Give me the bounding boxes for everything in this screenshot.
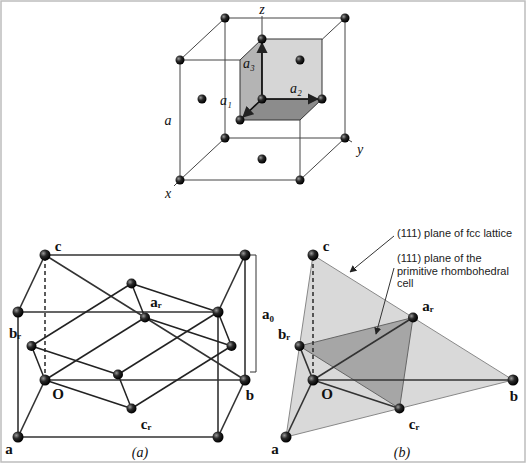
point-label: cᵣ — [409, 416, 419, 433]
point-label: O — [52, 386, 64, 403]
axis-label: x — [165, 186, 171, 201]
axis-label: y — [357, 142, 363, 157]
point-label: bᵣ — [278, 326, 290, 343]
callout-text: (111) plane of fcc lattice — [397, 227, 523, 240]
point-label: a — [5, 441, 13, 458]
vector-label: a₃ — [243, 56, 255, 71]
point-label: a — [271, 441, 279, 458]
panel-label: (a) — [132, 445, 148, 460]
point-label: cᵣ — [141, 416, 151, 433]
point-label: bᵣ — [9, 325, 21, 342]
point-label: aᵣ — [150, 294, 161, 311]
vector-label: a₂ — [290, 81, 302, 96]
vector-label: a₁ — [220, 93, 232, 108]
dimension-label: a₀ — [262, 306, 274, 323]
axis-label: z — [259, 2, 264, 17]
point-label: c — [323, 238, 330, 255]
point-label: c — [55, 238, 62, 255]
point-label: b — [246, 387, 254, 404]
callout-text: (111) plane of the primitive rhombohedra… — [397, 252, 521, 290]
panel-label: (b) — [394, 445, 410, 460]
edge-length-label: a — [165, 113, 172, 128]
point-label: aᵣ — [422, 298, 433, 315]
point-label: O — [321, 386, 333, 403]
point-label: b — [510, 388, 518, 405]
